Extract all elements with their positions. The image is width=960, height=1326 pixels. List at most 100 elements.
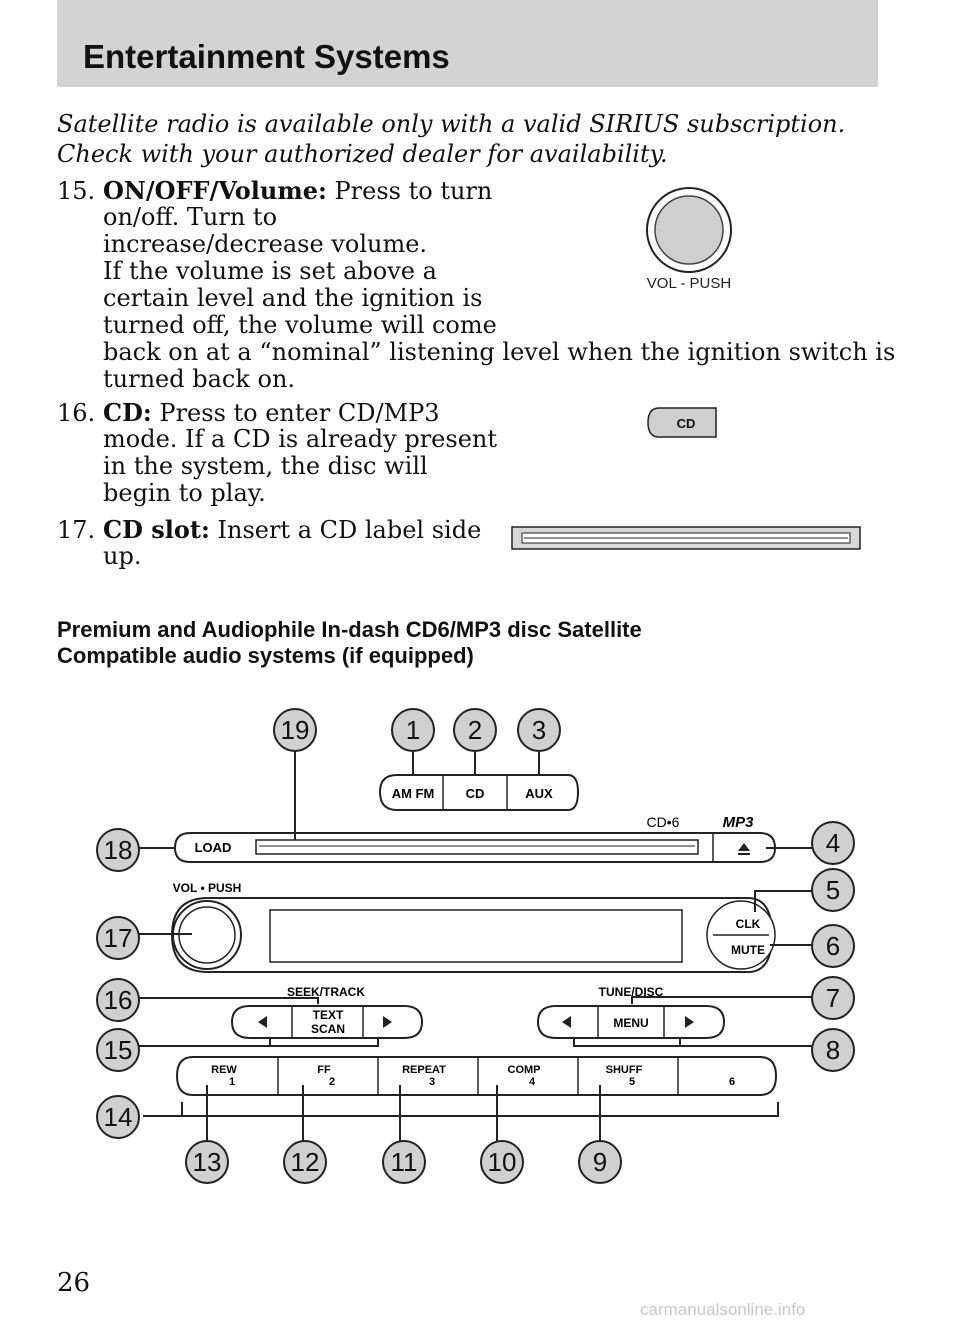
callout-circle bbox=[185, 1140, 229, 1184]
callout-circle bbox=[96, 828, 140, 872]
preset-number-label: 3 bbox=[429, 1076, 435, 1088]
preset-number-label: 1 bbox=[229, 1076, 235, 1088]
eject-icon-bar bbox=[738, 853, 750, 855]
mp3-logo: MP3 bbox=[723, 814, 755, 831]
leader-line bbox=[573, 1038, 812, 1047]
menu-button-label: MENU bbox=[613, 1016, 648, 1030]
callout-circle bbox=[811, 868, 855, 912]
item-number: 15. bbox=[57, 177, 96, 205]
leader-line bbox=[143, 1102, 779, 1117]
callout-circle bbox=[283, 1140, 327, 1184]
display-window bbox=[269, 909, 683, 963]
knob-cap bbox=[654, 195, 724, 265]
source-button-strip bbox=[378, 774, 580, 811]
preset-bar bbox=[175, 1056, 778, 1096]
preset-number-label: 6 bbox=[729, 1076, 735, 1088]
header-band bbox=[57, 0, 878, 87]
item-text: certain level and the ignition is bbox=[103, 284, 483, 312]
item-text: begin to play. bbox=[103, 479, 266, 507]
callout-number: 10 bbox=[488, 1147, 517, 1177]
item-first-line: ON/OFF/Volume: Press to turn bbox=[103, 177, 492, 205]
aux-button-label: AUX bbox=[525, 786, 553, 801]
item-text: Press to turn bbox=[334, 177, 493, 205]
amfm-button-label: AM FM bbox=[392, 786, 435, 801]
knob-label: VOL - PUSH bbox=[647, 275, 731, 292]
callout-circle bbox=[811, 976, 855, 1020]
callout-circle bbox=[96, 1095, 140, 1139]
volume-knob-illustration: VOL - PUSH bbox=[646, 187, 732, 292]
callout-number: 16 bbox=[104, 985, 133, 1015]
preset-function-label: FF bbox=[317, 1064, 331, 1076]
callout-circle bbox=[273, 708, 317, 752]
item-text: back on at a “nominal” listening level w… bbox=[103, 338, 896, 366]
callout-circle bbox=[96, 1028, 140, 1072]
cd-slot-illustration bbox=[511, 526, 861, 550]
callout-number: 8 bbox=[826, 1035, 840, 1065]
callout-number: 14 bbox=[104, 1102, 133, 1132]
intro-line-1: Satellite radio is available only with a… bbox=[57, 110, 846, 138]
section-heading-line-1: Premium and Audiophile In-dash CD6/MP3 d… bbox=[57, 617, 642, 642]
preset-number-label: 5 bbox=[629, 1076, 635, 1088]
callout-number: 17 bbox=[104, 923, 133, 953]
seek-track-label: SEEK/TRACK bbox=[287, 985, 365, 999]
item-term: CD: bbox=[103, 398, 152, 427]
callout-number: 12 bbox=[291, 1147, 320, 1177]
callout-number: 11 bbox=[391, 1147, 418, 1177]
vol-push-label: VOL • PUSH bbox=[173, 881, 242, 895]
leader-lines bbox=[133, 750, 815, 1145]
callout-number: 6 bbox=[826, 931, 840, 961]
scan-button-label: SCAN bbox=[311, 1022, 345, 1036]
callout-number: 4 bbox=[826, 828, 840, 858]
intro-line-2: Check with your authorized dealer for av… bbox=[57, 140, 668, 168]
item-text: increase/decrease volume. bbox=[103, 230, 428, 258]
load-button-label: LOAD bbox=[195, 840, 232, 855]
preset-function-label: REW bbox=[211, 1064, 237, 1076]
item-term: CD slot: bbox=[103, 515, 210, 544]
cd-button-shape bbox=[647, 407, 717, 438]
preset-function-label: COMP bbox=[508, 1064, 541, 1076]
callout-circle bbox=[811, 821, 855, 865]
callout-number: 1 bbox=[406, 715, 420, 745]
leader-line bbox=[133, 1038, 379, 1047]
callout-circle bbox=[96, 916, 140, 960]
seek-track-button bbox=[230, 1005, 424, 1039]
tune-disc-label: TUNE/DISC bbox=[599, 985, 664, 999]
section-heading-line-2: Compatible audio systems (if equipped) bbox=[57, 643, 474, 668]
callout-circle bbox=[811, 924, 855, 968]
callout-number: 5 bbox=[826, 875, 840, 905]
item-text: turned back on. bbox=[103, 365, 296, 393]
item-text: turned off, the volume will come bbox=[103, 311, 497, 339]
page-number: 26 bbox=[57, 1268, 91, 1298]
tune-disc-button bbox=[536, 1005, 726, 1039]
item-term: ON/OFF/Volume: bbox=[103, 176, 327, 205]
clk-button-label: CLK bbox=[736, 917, 761, 931]
preset-number-label: 4 bbox=[529, 1076, 536, 1088]
callout-number: 9 bbox=[593, 1147, 607, 1177]
text-button-label: TEXT bbox=[313, 1008, 344, 1022]
item-text: If the volume is set above a bbox=[103, 257, 437, 285]
callout-number: 18 bbox=[104, 835, 133, 865]
callout-circle bbox=[96, 978, 140, 1022]
preset-function-label: SHUFF bbox=[606, 1064, 643, 1076]
callout-number: 19 bbox=[281, 715, 310, 745]
footer-watermark: carmanualsonline.info bbox=[640, 1300, 806, 1319]
callout-circle bbox=[453, 708, 497, 752]
seek-left-arrow-icon bbox=[258, 1016, 267, 1028]
mute-button-label: MUTE bbox=[731, 943, 765, 957]
preset-function-label: REPEAT bbox=[402, 1064, 446, 1076]
item-text: Press to enter CD/MP3 bbox=[159, 399, 440, 427]
item-number: 16. bbox=[57, 399, 96, 427]
cd6-logo: CD•6 bbox=[647, 814, 680, 830]
leader-line bbox=[631, 996, 812, 1004]
item-text: in the system, the disc will bbox=[103, 452, 428, 480]
item-text: up. bbox=[103, 542, 142, 570]
tune-right-arrow-icon bbox=[685, 1016, 694, 1028]
callout-number: 15 bbox=[104, 1035, 133, 1065]
item-first-line: CD: Press to enter CD/MP3 bbox=[103, 399, 440, 427]
callout-circle bbox=[517, 708, 561, 752]
callout-circle bbox=[811, 1028, 855, 1072]
item-first-line: CD slot: Insert a CD label side bbox=[103, 516, 481, 544]
